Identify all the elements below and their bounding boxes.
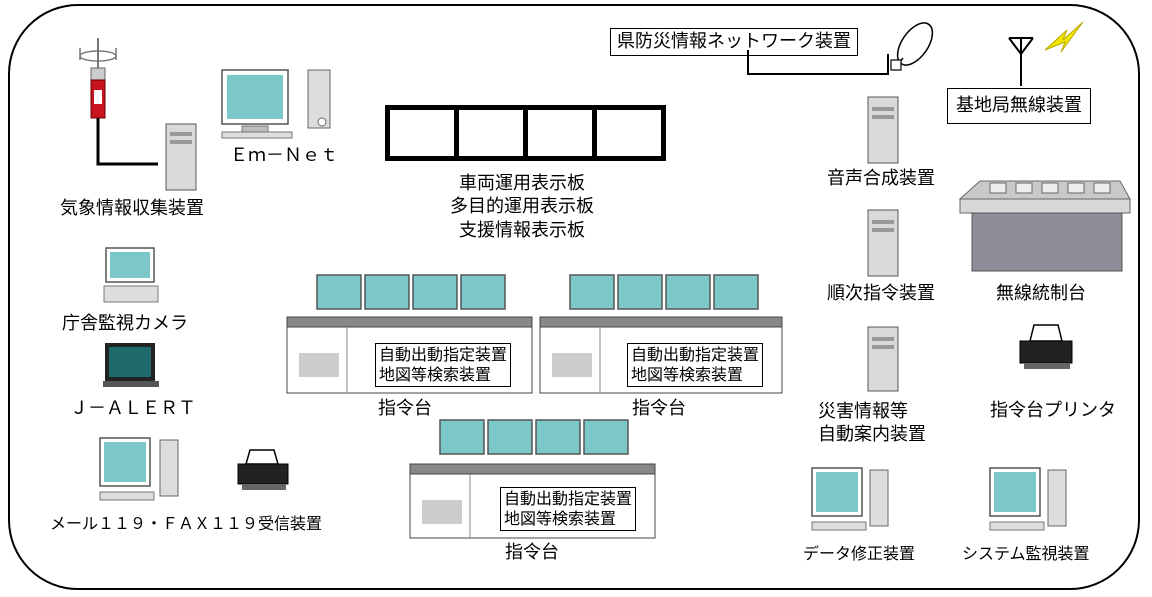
fax-printer-icon [237,449,289,490]
console-1-subdevices: 自動出動指定装置 地図等検索装置 [375,343,512,387]
map-search-label: 地図等検索装置 [504,509,617,528]
disaster-info-labels: 災害情報等 自動案内装置 [818,400,926,447]
mail-fax-label: メール１１９・ＦＡＸ１１９受信装置 [50,514,323,533]
sequential-label: 順次指令装置 [827,283,935,304]
display-boards [385,105,666,161]
auto-dispatch-label: 自動出動指定装置 [631,345,760,364]
sys-monitor-pc-icon [989,467,1067,531]
console-3-subdevices: 自動出動指定装置 地図等検索装置 [500,487,637,531]
antenna-icon [1008,21,1084,86]
auto-dispatch-label: 自動出動指定装置 [504,489,633,508]
weather-station-icon [79,38,158,166]
server-tower-icon [165,123,197,191]
radio-console-icon [958,180,1131,272]
console-1-label: 指令台 [378,398,432,419]
vehicle-board-label: 車両運用表示板 [459,173,585,194]
em-net-pc-icon [221,69,331,139]
network-link-line [747,50,889,75]
pref-network-label: 県防災情報ネットワーク装置 [610,28,858,56]
console-3-label: 指令台 [505,542,559,563]
map-search-label: 地図等検索装置 [379,365,492,384]
j-alert-monitor-icon [103,343,159,387]
map-search-label: 地図等検索装置 [631,365,744,384]
support-board-label: 支援情報表示板 [459,219,585,241]
console-2-label: 指令台 [632,398,686,419]
console-2-subdevices: 自動出動指定装置 地図等検索装置 [627,343,764,387]
weather-label: 気象情報収集装置 [60,198,204,219]
sys-monitor-label: システム監視装置 [962,544,1090,563]
console-printer-label: 指令台プリンタ [990,400,1116,421]
disaster-info-line1: 災害情報等 [818,401,908,422]
board-labels: 車両運用表示板 多目的運用表示板 支援情報表示板 [450,172,594,242]
camera-pc-icon [103,247,159,303]
j-alert-label: Ｊ－ＡＬＥＲＴ [70,398,196,419]
data-fix-label: データ修正装置 [803,544,916,563]
auto-dispatch-label: 自動出動指定装置 [379,345,508,364]
em-net-label: Ｅｍ－Ｎｅｔ [230,145,338,166]
radio-console-label: 無線統制台 [996,283,1086,304]
camera-label: 庁舎監視カメラ [62,313,188,334]
disaster-server-icon [867,326,899,392]
satellite-dish-icon [890,22,934,71]
voice-label: 音声合成装置 [827,168,935,189]
voice-server-icon [867,96,899,164]
data-fix-pc-icon [811,467,889,531]
system-diagram-frame [8,4,1140,590]
base-station-label: 基地局無線装置 [947,88,1091,124]
console-printer-icon [1019,324,1073,369]
sequential-server-icon [867,209,899,277]
mail-fax-pc-icon [99,437,179,501]
multi-board-label: 多目的運用表示板 [450,196,594,218]
disaster-info-line2: 自動案内装置 [818,424,926,446]
